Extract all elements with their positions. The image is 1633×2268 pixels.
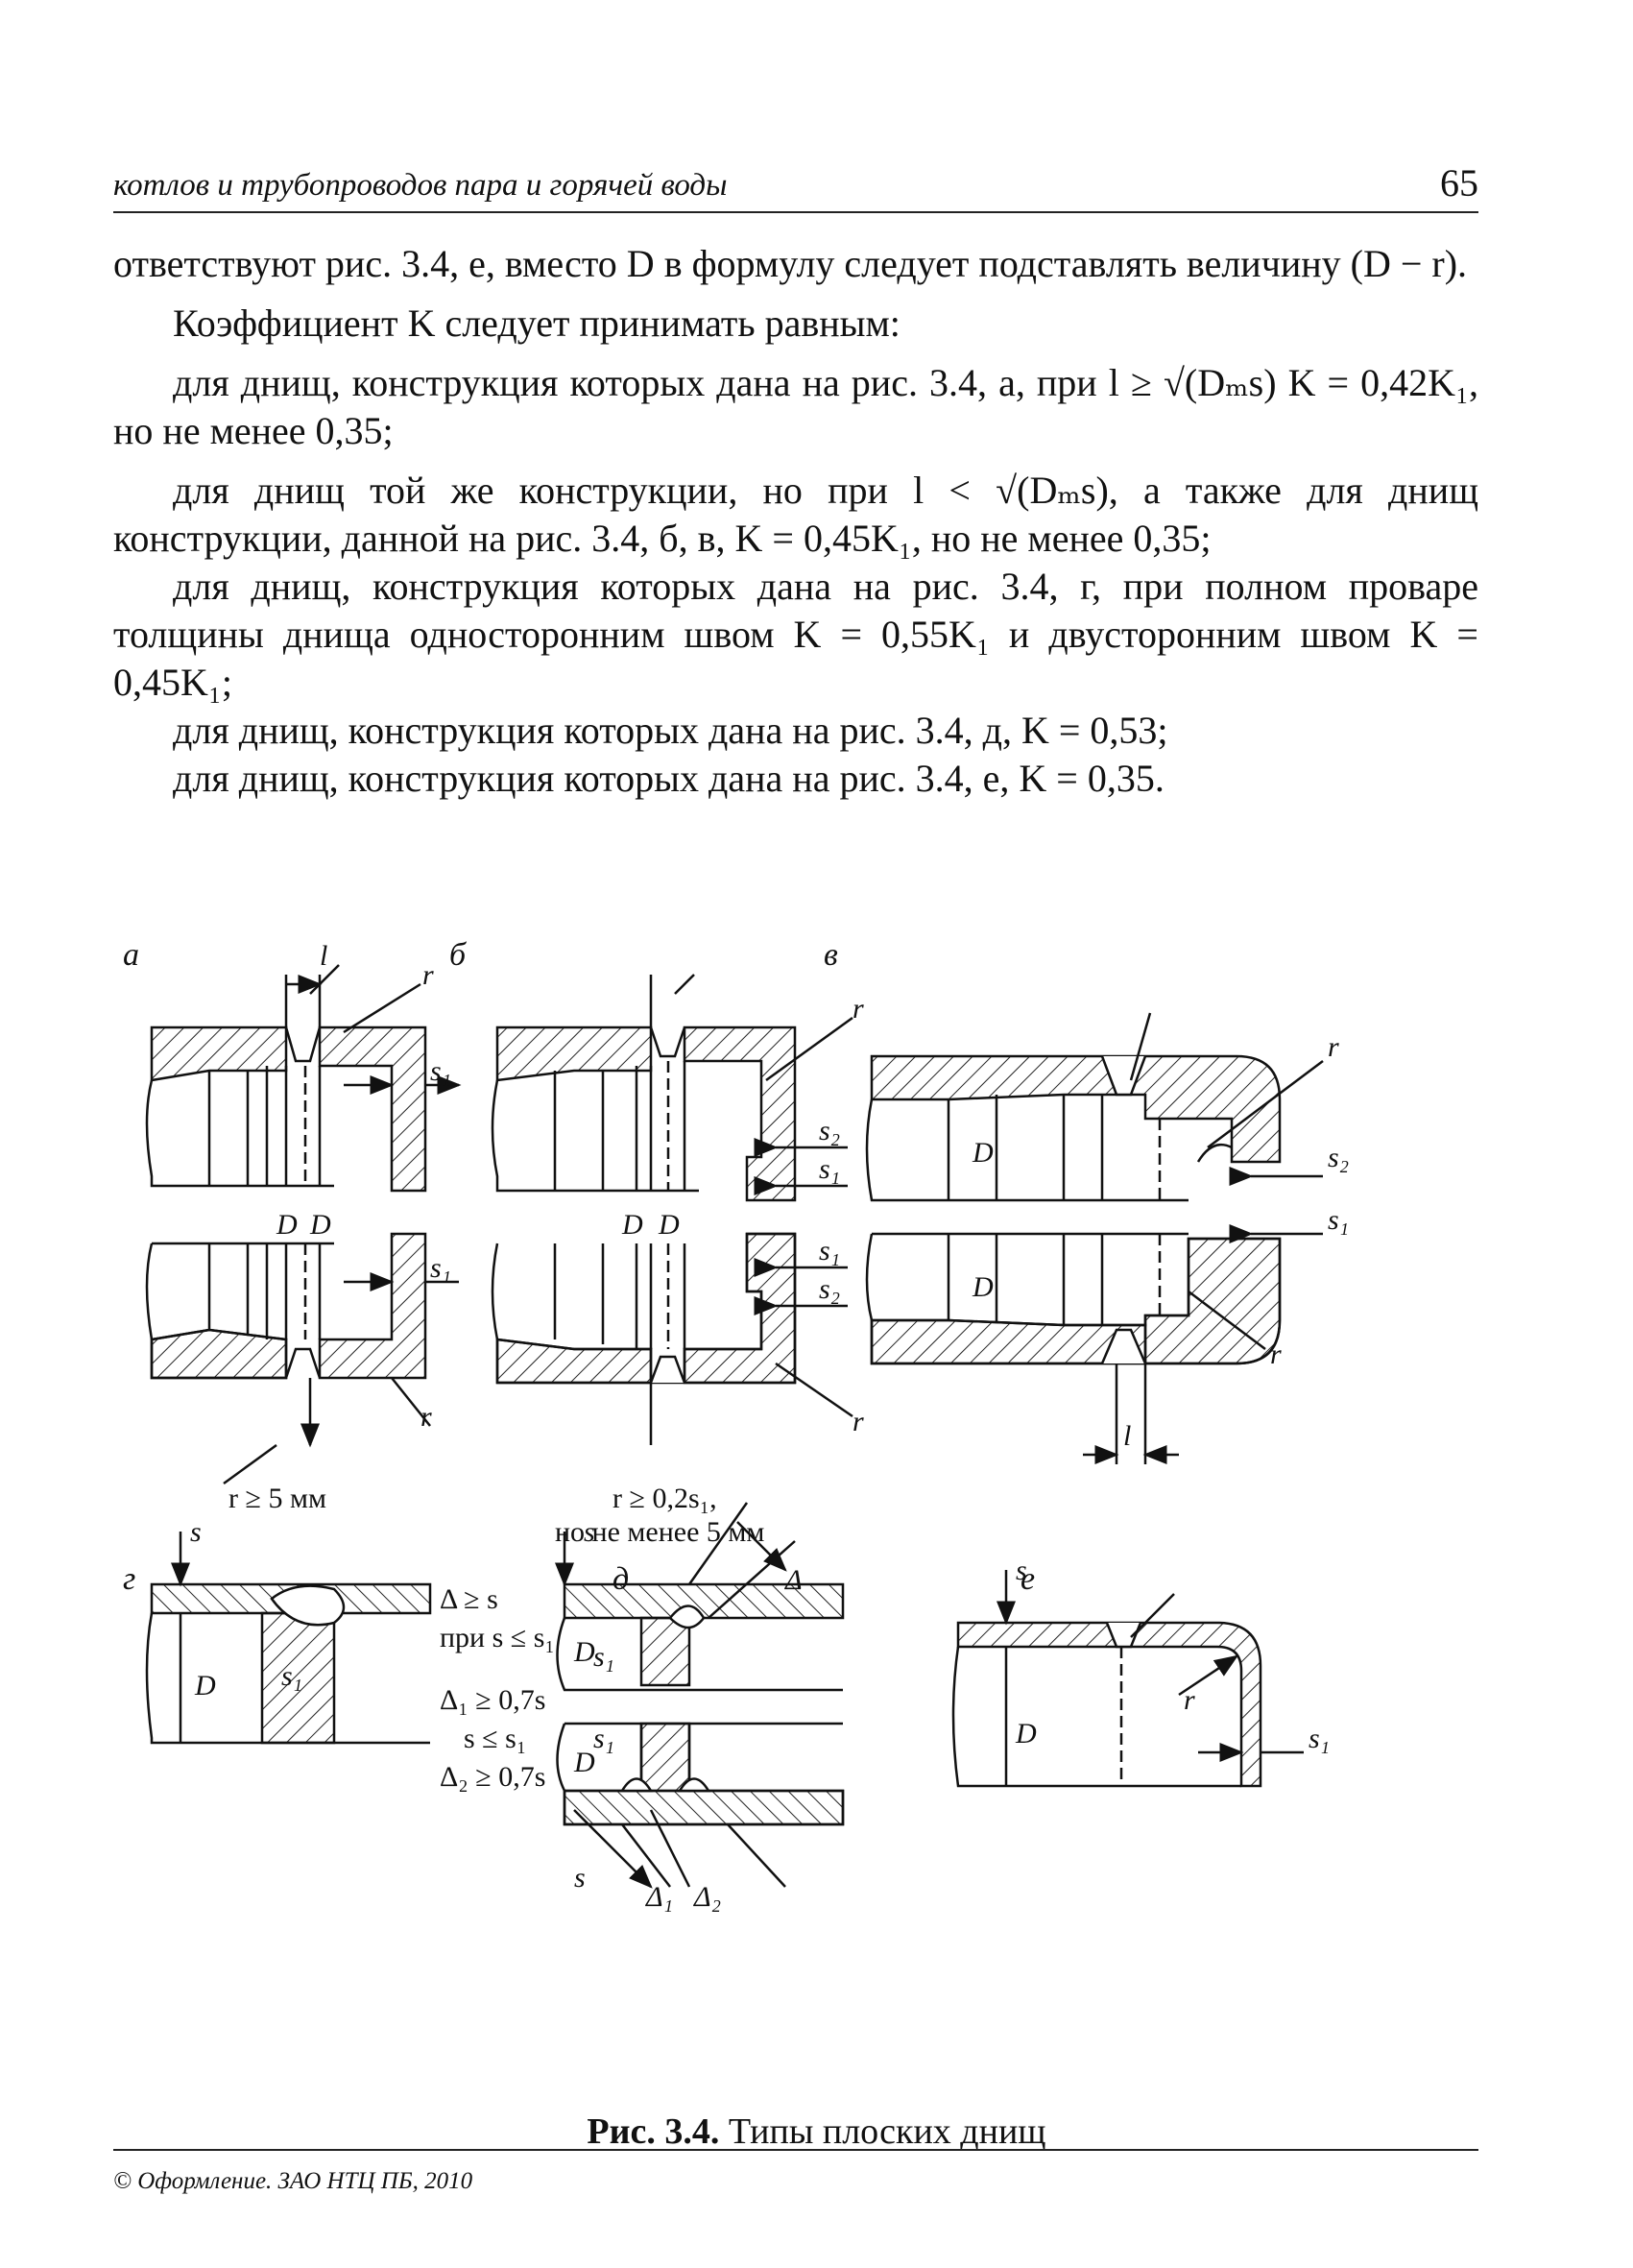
note-g-1: Δ ≥ s bbox=[440, 1583, 498, 1615]
paragraph: для днищ, конструкция которых дана на ри… bbox=[173, 709, 1168, 752]
label-delta1: Δ₁ bbox=[645, 1881, 673, 1913]
figure-caption: Рис. 3.4. Типы плоских днищ bbox=[0, 2111, 1633, 2153]
label-r: r bbox=[1270, 1339, 1282, 1370]
label-s1: s₁ bbox=[593, 1723, 614, 1754]
panel-label-b: б bbox=[449, 937, 468, 973]
label-s1: s₁ bbox=[593, 1641, 614, 1673]
copyright: © Оформление. ЗАО НТЦ ПБ, 2010 bbox=[113, 2168, 473, 2194]
note-g-3: Δ₁ ≥ 0,7s bbox=[440, 1684, 545, 1716]
note-g-2: при s ≤ s₁ bbox=[440, 1622, 555, 1653]
figure-flat-heads: а б в г д е l r s₁ s₁ r D D r s₂ s₁ s₁ s… bbox=[113, 927, 1486, 2050]
label-delta2: Δ₂ bbox=[693, 1881, 721, 1913]
panel-a-drawing bbox=[145, 964, 462, 1485]
label-D: D bbox=[573, 1747, 595, 1778]
page-number: 65 bbox=[1440, 161, 1478, 205]
panel-label-d: д bbox=[612, 1561, 629, 1597]
label-r: r bbox=[422, 959, 434, 991]
panel-label-e: е bbox=[1021, 1561, 1035, 1597]
note-b-1: r ≥ 0,2s₁, bbox=[612, 1483, 717, 1514]
label-s1: s₁ bbox=[281, 1660, 302, 1692]
label-s1: s₁ bbox=[819, 1235, 840, 1267]
label-D: D bbox=[621, 1209, 643, 1241]
paragraph: Коэффициент K следует принимать равным: bbox=[173, 302, 901, 345]
label-r: r bbox=[853, 993, 864, 1025]
panel-label-g: г bbox=[123, 1561, 135, 1597]
running-header: котлов и трубопроводов пара и горячей во… bbox=[113, 161, 1478, 213]
label-s: s bbox=[1016, 1555, 1027, 1586]
body-text: ответствуют рис. 3.4, е, вместо D в форм… bbox=[113, 240, 1478, 803]
label-s1: s₁ bbox=[1328, 1204, 1349, 1236]
label-s2: s₂ bbox=[819, 1115, 840, 1146]
caption-text: Типы плоских днищ bbox=[728, 2111, 1046, 2152]
label-D: D bbox=[658, 1209, 680, 1241]
note-g-5: Δ₂ ≥ 0,7s bbox=[440, 1761, 545, 1793]
caption-label: Рис. 3.4. bbox=[587, 2111, 720, 2152]
label-l: l bbox=[320, 940, 327, 972]
panel-d-drawing bbox=[555, 1502, 845, 1889]
panel-e-drawing bbox=[951, 1570, 1304, 1788]
panel-b-drawing bbox=[491, 974, 853, 1445]
label-D: D bbox=[276, 1209, 298, 1241]
panel-v-drawing bbox=[865, 1012, 1324, 1464]
label-r: r bbox=[1184, 1684, 1195, 1716]
note-g-4: s ≤ s₁ bbox=[464, 1723, 526, 1754]
label-l: l bbox=[1123, 1420, 1131, 1452]
label-s1: s₁ bbox=[430, 1252, 451, 1284]
paragraph: ответствуют рис. 3.4, е, вместо D в форм… bbox=[113, 242, 1468, 285]
label-s2: s₂ bbox=[819, 1273, 840, 1305]
label-D: D bbox=[573, 1636, 595, 1668]
label-D: D bbox=[309, 1209, 331, 1241]
paragraph: для днищ той же конструкции, но при l < … bbox=[113, 469, 1478, 560]
label-D: D bbox=[1015, 1718, 1037, 1749]
note-b-2: но не менее 5 мм bbox=[555, 1516, 764, 1548]
label-s2: s₂ bbox=[1328, 1142, 1349, 1173]
panel-g-drawing bbox=[145, 1532, 432, 1745]
note-a: r ≥ 5 мм bbox=[228, 1483, 326, 1514]
paragraph: для днищ, конструкция которых дана на ри… bbox=[113, 565, 1478, 704]
label-s1: s₁ bbox=[430, 1055, 451, 1087]
label-r: r bbox=[853, 1406, 864, 1437]
label-s1: s₁ bbox=[819, 1153, 840, 1185]
label-s1: s₁ bbox=[1309, 1723, 1330, 1754]
running-title: котлов и трубопроводов пара и горячей во… bbox=[113, 168, 728, 203]
label-r: r bbox=[420, 1401, 432, 1433]
label-s: s bbox=[584, 1516, 595, 1548]
footer: © Оформление. ЗАО НТЦ ПБ, 2010 bbox=[113, 2149, 1478, 2194]
panel-label-a: а bbox=[123, 937, 139, 973]
label-D: D bbox=[972, 1137, 994, 1169]
label-s: s bbox=[574, 1862, 586, 1894]
panel-label-v: в bbox=[824, 937, 838, 973]
label-r: r bbox=[1328, 1031, 1339, 1063]
paragraph: для днищ, конструкция которых дана на ри… bbox=[113, 361, 1478, 452]
label-D: D bbox=[194, 1670, 216, 1701]
label-delta: Δ bbox=[784, 1564, 803, 1596]
label-D: D bbox=[972, 1271, 994, 1303]
label-s: s bbox=[190, 1516, 202, 1548]
paragraph: для днищ, конструкция которых дана на ри… bbox=[173, 757, 1165, 800]
